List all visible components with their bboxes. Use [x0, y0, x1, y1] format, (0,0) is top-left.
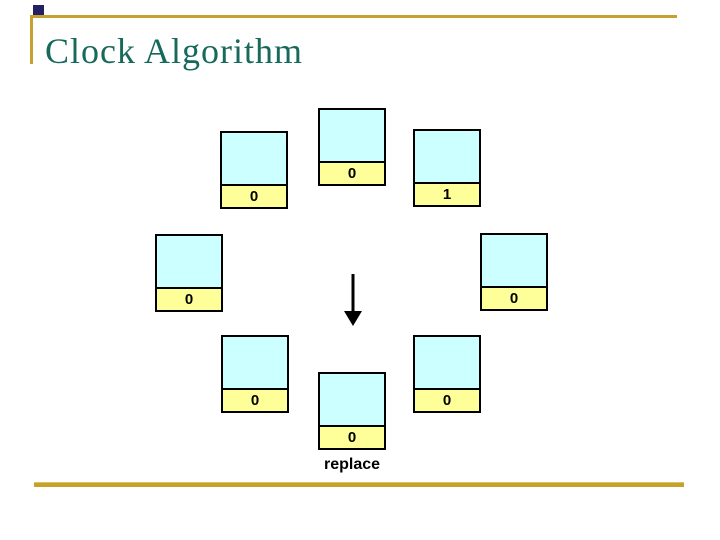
top-accent-rule: [30, 15, 677, 18]
use-bit-value: 0: [222, 184, 286, 207]
use-bit-value: 0: [223, 388, 287, 411]
page-frame-bottom-center: 0: [318, 372, 386, 450]
template-bullet-square: [33, 5, 44, 16]
page-frame-top-center: 0: [318, 108, 386, 186]
use-bit-value: 0: [320, 161, 384, 184]
page-frame-body: [482, 235, 546, 286]
replace-pointer-label: replace: [323, 456, 381, 473]
clock-hand-down-arrow-icon: [344, 274, 362, 326]
page-frame-body: [157, 236, 221, 287]
page-frame-top-right: 1: [413, 129, 481, 207]
page-frame-body: [320, 110, 384, 161]
left-accent-rule: [30, 15, 33, 64]
page-frame-top-left: 0: [220, 131, 288, 209]
use-bit-value: 1: [415, 182, 479, 205]
page-frame-bottom-right: 0: [413, 335, 481, 413]
use-bit-value: 0: [482, 286, 546, 309]
page-frame-body: [222, 133, 286, 184]
use-bit-value: 0: [157, 287, 221, 310]
bottom-accent-rule: [34, 482, 684, 487]
page-frame-middle-right: 0: [480, 233, 548, 311]
page-frame-body: [415, 337, 479, 388]
page-frame-body: [223, 337, 287, 388]
page-frame-body: [415, 131, 479, 182]
page-title: Clock Algorithm: [45, 31, 303, 71]
use-bit-value: 0: [415, 388, 479, 411]
use-bit-value: 0: [320, 425, 384, 448]
page-frame-body: [320, 374, 384, 425]
page-frame-middle-left: 0: [155, 234, 223, 312]
page-frame-bottom-left: 0: [221, 335, 289, 413]
